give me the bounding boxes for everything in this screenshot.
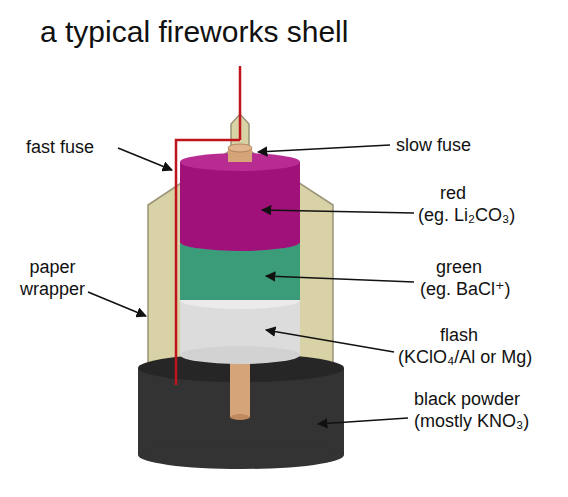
leader-line: [258, 145, 390, 152]
red-body: [180, 162, 300, 242]
part-note: (KClO₄/Al or Mg): [398, 346, 532, 368]
red-bottom: [180, 233, 300, 251]
lift-fuse: [230, 355, 250, 417]
leader-line: [118, 148, 172, 170]
title: a typical fireworks shell: [40, 14, 348, 50]
lift-fuse-end: [230, 414, 250, 420]
part-label: red: [440, 182, 466, 204]
part-note: (eg. Li₂CO₃): [418, 204, 515, 226]
part-note: (mostly KNO₃): [414, 410, 529, 432]
part-label: fast fuse: [26, 136, 94, 158]
slow-fuse-top: [228, 144, 252, 152]
green-top: [180, 233, 300, 251]
part-label: paper wrapper: [20, 256, 85, 300]
part-label: flash: [440, 324, 478, 346]
leader-line: [88, 292, 146, 316]
fuse-wire: [239, 66, 242, 140]
part-label: slow fuse: [396, 134, 471, 156]
fast-fuse-wire: [176, 140, 240, 385]
flash-bottom: [180, 346, 300, 364]
leader-line: [318, 418, 408, 424]
leader-line: [266, 330, 394, 352]
leader-line: [262, 210, 414, 213]
leader-line: [266, 276, 414, 282]
black-powder-bottom: [138, 441, 344, 469]
part-note: (eg. BaCl⁺): [420, 278, 511, 300]
part-label: black powder: [414, 388, 520, 410]
part-label: green: [436, 256, 482, 278]
